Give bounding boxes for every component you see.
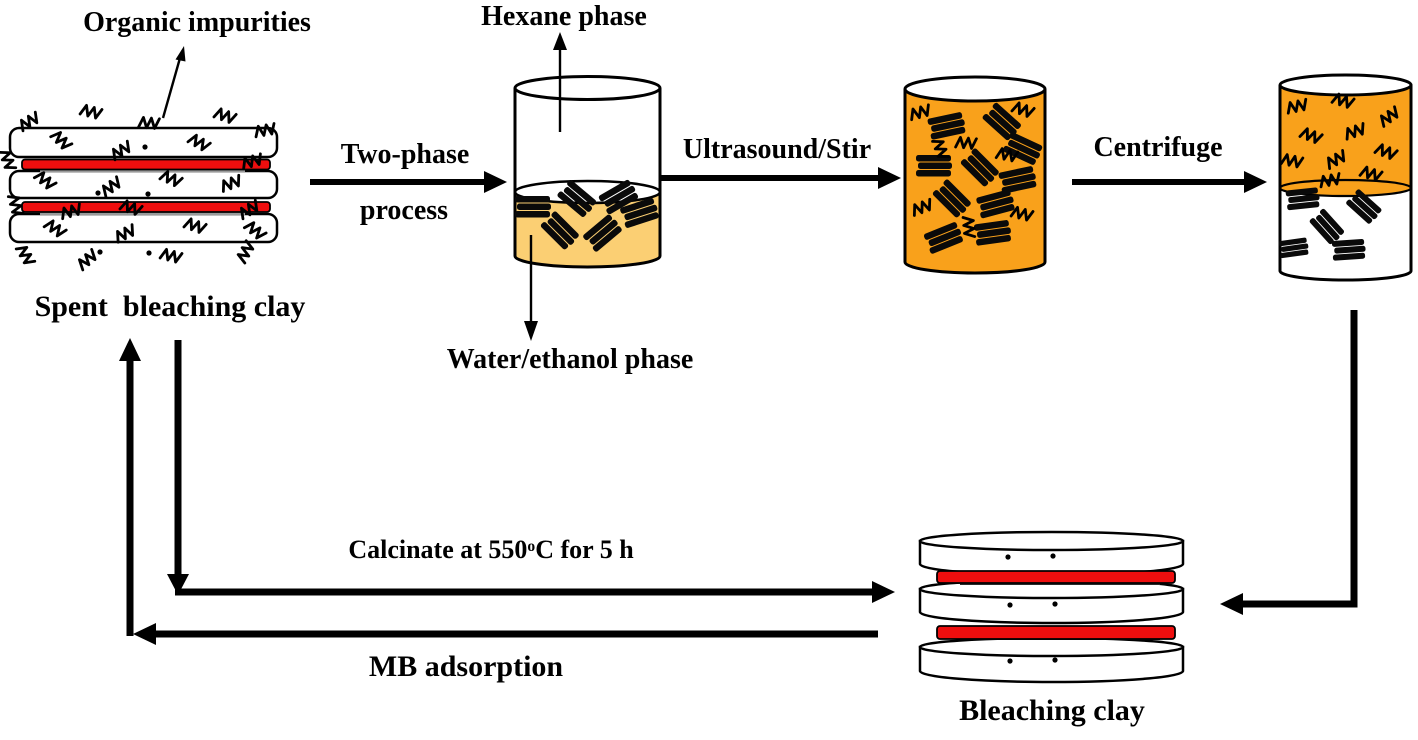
beaker-rim	[513, 75, 662, 101]
impurity-squiggle-icon	[14, 242, 37, 268]
clay-disc-top	[918, 636, 1185, 658]
separation-beaker	[513, 75, 662, 269]
organic-impurities-label: Organic impurities	[83, 7, 311, 38]
clay-dot	[145, 191, 151, 197]
clay-dot	[1052, 657, 1058, 663]
two-phase-process-arrow	[310, 171, 507, 193]
clay-dot	[1007, 602, 1013, 608]
red-impurity-layer	[21, 201, 271, 213]
clay-dot	[146, 250, 152, 256]
water-ethanol-phase-label: Water/ethanol phase	[446, 344, 694, 375]
mixing-beaker	[903, 75, 1047, 275]
hexane-phase-arrow	[553, 32, 567, 132]
slab-shadow	[40, 212, 245, 215]
organic-impurities-arrow	[161, 46, 186, 119]
red-active-layer	[936, 625, 1176, 640]
clay-particle-icon	[1308, 207, 1346, 246]
beaker-rim	[903, 75, 1047, 103]
red-impurity-layer	[21, 158, 271, 171]
mb-adsorption-label: MB adsorption	[368, 650, 564, 683]
bleaching-clay-stack	[918, 530, 1185, 684]
centrifuged-beaker	[1278, 73, 1413, 282]
hexane-phase-label: Hexane phase	[481, 1, 647, 32]
beaker-outline	[513, 88, 662, 269]
clay-dot	[97, 249, 103, 255]
water-ethanol-phase-arrow	[524, 235, 538, 341]
clay-dot	[142, 144, 148, 150]
beaker-to-clay-arrow	[1220, 310, 1358, 615]
clay-dot	[1007, 658, 1013, 664]
ultrasound-stir-label: Ultrasound/Stir	[682, 134, 872, 165]
impurity-squiggle-icon	[212, 106, 238, 126]
two-phase-label-line2: process	[359, 195, 449, 226]
two-phase-label-line1: Two-phase	[340, 139, 470, 170]
bleaching-clay-label: Bleaching clay	[959, 694, 1145, 727]
calcinate-label: Calcinate at 550oC for 5 h	[348, 536, 633, 563]
clay-disc-top	[918, 530, 1185, 552]
clay-dot	[1052, 601, 1058, 607]
beaker-outline	[903, 89, 1047, 275]
beaker-rim	[1278, 73, 1413, 97]
slab-shadow	[40, 169, 245, 172]
spent-bleaching-clay-label: Spent bleaching clay	[34, 290, 306, 323]
calcinate-arrow	[167, 340, 895, 603]
spent-clay-stack	[0, 102, 279, 272]
calcinate-label-sup: o	[527, 537, 536, 555]
settled-clay-particles	[1278, 187, 1384, 261]
impurity-squiggle-icon	[158, 246, 184, 265]
centrifuge-label: Centrifuge	[1093, 132, 1223, 163]
clay-dot	[1050, 553, 1056, 559]
calcinate-label-post: C for 5 h	[535, 535, 634, 564]
clay-slab	[8, 126, 279, 159]
clay-dot	[1005, 554, 1011, 560]
ultrasound-stir-arrow	[660, 167, 901, 189]
impurity-squiggle-icon	[1317, 172, 1343, 189]
beaker-outline	[1278, 85, 1413, 282]
impurity-squiggle-icon	[74, 247, 100, 272]
clay-dot	[95, 190, 101, 196]
red-active-layer	[936, 570, 1176, 584]
impurity-squiggle-icon	[234, 239, 257, 265]
clay-particle-icon	[916, 155, 952, 177]
mb-adsorption-arrow	[119, 338, 878, 645]
clay-particle-icon	[1278, 237, 1310, 259]
clay-particle-icon	[1285, 187, 1321, 211]
calcinate-label-pre: Calcinate at 550	[348, 535, 528, 564]
clay-particle-icon	[1331, 238, 1367, 261]
impurity-squiggle-icon	[252, 122, 278, 139]
centrifuge-arrow	[1072, 171, 1267, 193]
impurity-squiggle-icon	[78, 102, 104, 121]
clay-particle-icon	[515, 196, 551, 218]
solvent-phase	[1280, 85, 1411, 196]
